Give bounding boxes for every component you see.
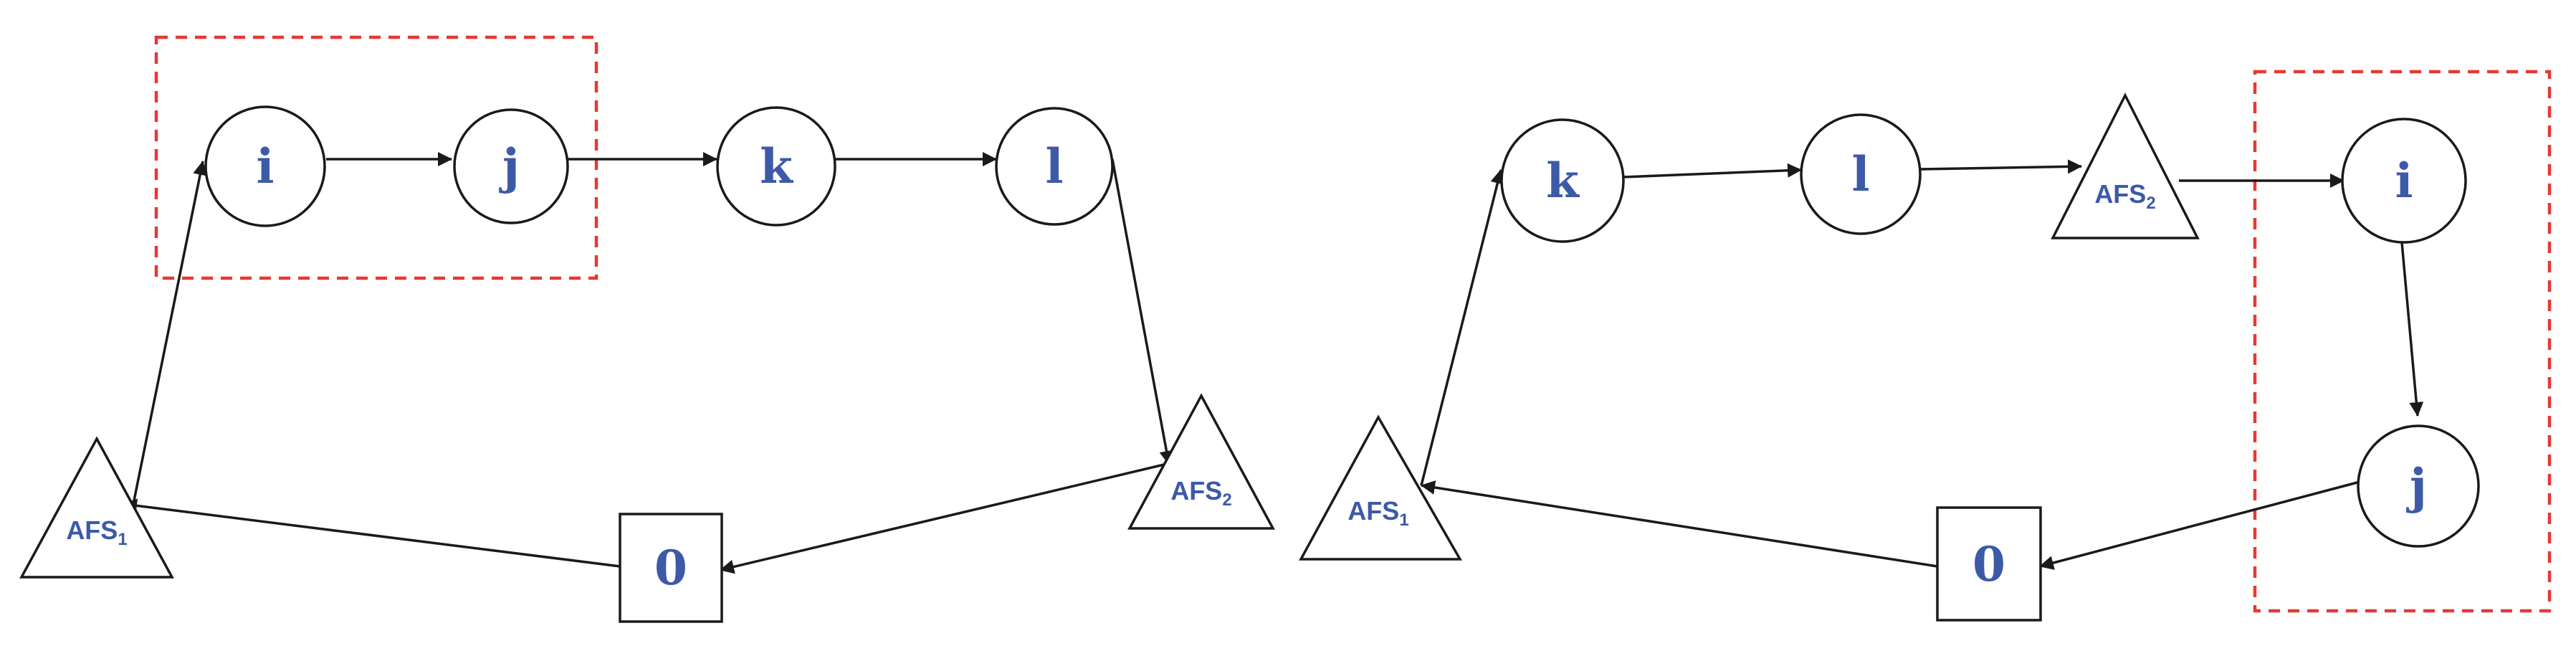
left-node-l: l bbox=[995, 107, 1114, 226]
right-edge-depot-afs1 bbox=[1421, 480, 1938, 568]
left-node-j: j bbox=[453, 108, 569, 224]
right-node-afs1-label: AFS1 bbox=[1347, 496, 1408, 530]
left-node-k-label: k bbox=[760, 138, 793, 194]
right-node-l: l bbox=[1800, 113, 1922, 235]
right-node-k-label: k bbox=[1546, 153, 1580, 209]
right-afs1-sub: 1 bbox=[1399, 510, 1408, 530]
right-node-afs2: AFS2 bbox=[2051, 92, 2200, 239]
right-afs2-main: AFS bbox=[2094, 179, 2146, 209]
right-node-k: k bbox=[1500, 118, 1625, 243]
right-diagram: k l i j 0 AFS1 AFS2 bbox=[1299, 70, 2552, 622]
right-edge-j-depot bbox=[2039, 479, 2366, 570]
left-afs1-main: AFS bbox=[66, 515, 118, 545]
right-edge-k-l bbox=[1622, 163, 1802, 179]
right-edge-l-afs2 bbox=[1919, 159, 2082, 174]
left-edge-depot-afs1 bbox=[123, 498, 621, 568]
left-node-depot: 0 bbox=[619, 513, 723, 623]
left-node-afs2: AFS2 bbox=[1127, 393, 1275, 530]
right-edge-afs1-k bbox=[1420, 169, 1505, 486]
right-node-i-label: i bbox=[2395, 153, 2413, 209]
left-afs1-sub: 1 bbox=[118, 530, 127, 549]
right-node-afs2-label: AFS2 bbox=[2094, 179, 2155, 213]
right-node-depot: 0 bbox=[1936, 506, 2042, 622]
right-afs2-sub: 2 bbox=[2146, 194, 2155, 213]
left-node-l-label: l bbox=[1045, 138, 1063, 194]
right-highlight-box bbox=[2253, 70, 2552, 613]
right-node-depot-label: 0 bbox=[1972, 536, 2005, 592]
left-edge-l-afs2 bbox=[1111, 158, 1174, 465]
right-node-i: i bbox=[2341, 118, 2467, 244]
right-node-j-label: j bbox=[2406, 458, 2427, 514]
left-afs2-main: AFS bbox=[1170, 476, 1222, 505]
left-node-afs1: AFS1 bbox=[19, 436, 174, 579]
right-afs1-main: AFS bbox=[1347, 496, 1399, 526]
left-diagram: i j k l 0 AFS1 AFS2 bbox=[19, 35, 1275, 623]
left-node-j-label: j bbox=[499, 138, 520, 194]
left-node-depot-label: 0 bbox=[654, 540, 687, 596]
right-node-l-label: l bbox=[1851, 146, 1869, 202]
left-edge-afs2-depot bbox=[720, 463, 1165, 574]
left-edge-afs1-i bbox=[132, 161, 208, 505]
right-edge-i-j bbox=[2400, 242, 2424, 417]
left-afs2-sub: 2 bbox=[1222, 490, 1231, 510]
left-node-i: i bbox=[204, 105, 326, 227]
left-node-k: k bbox=[716, 106, 836, 227]
right-node-j: j bbox=[2357, 424, 2480, 548]
left-node-i-label: i bbox=[256, 138, 274, 194]
right-node-afs1: AFS1 bbox=[1299, 414, 1463, 561]
left-node-afs1-label: AFS1 bbox=[66, 515, 127, 549]
left-highlight-box bbox=[154, 35, 598, 280]
left-node-afs2-label: AFS2 bbox=[1170, 476, 1231, 510]
